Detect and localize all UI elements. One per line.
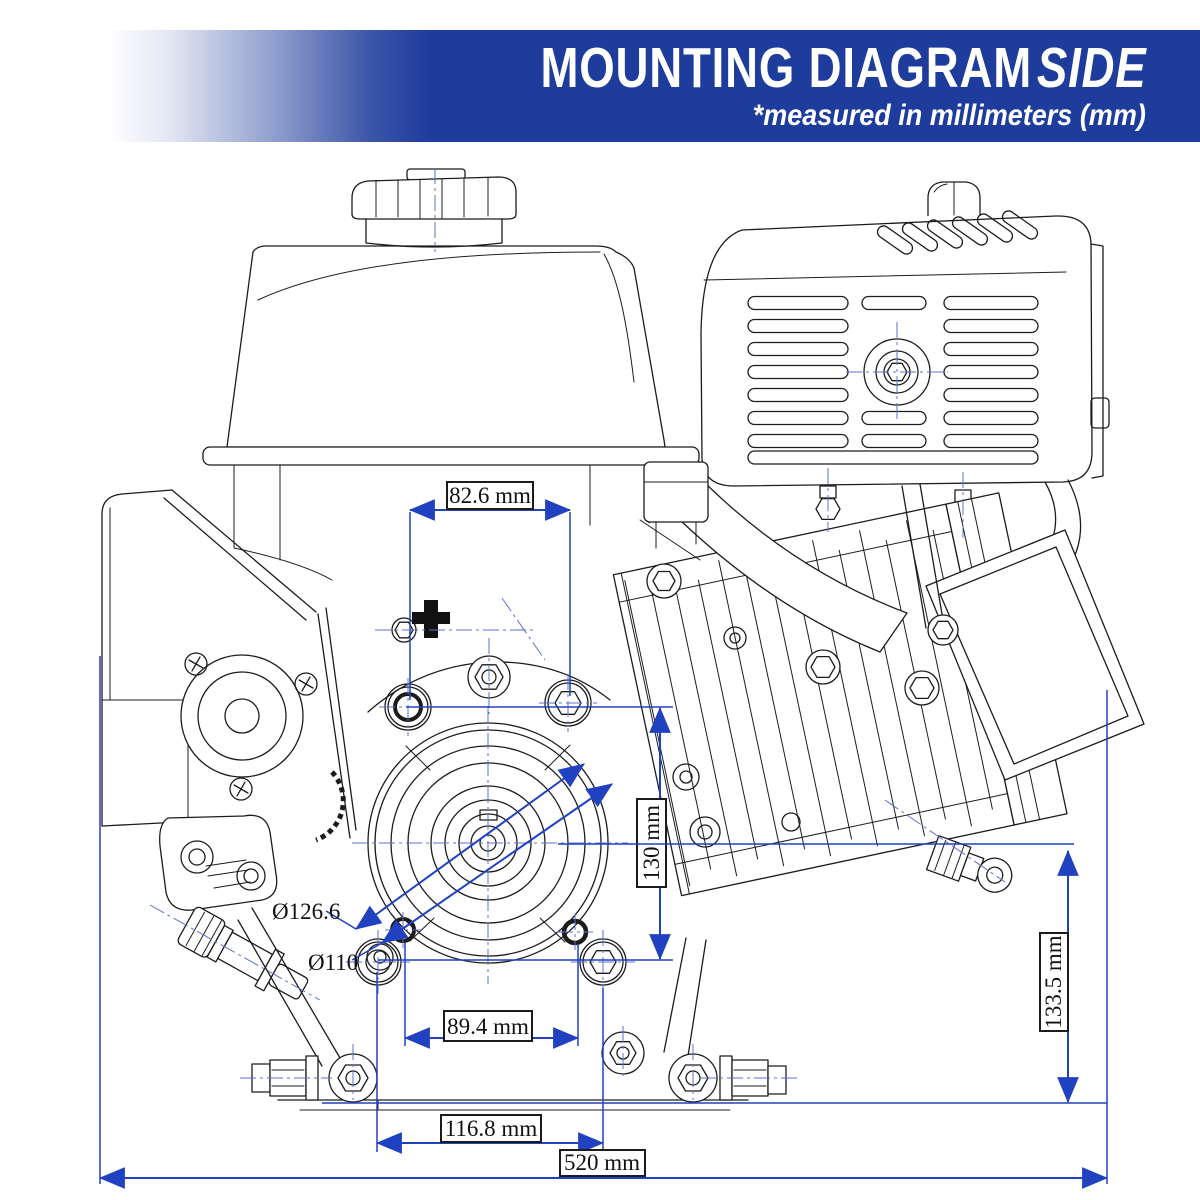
- crankcase-cover: [354, 600, 627, 986]
- fuel-cap: [351, 168, 517, 248]
- page-title: MOUNTING DIAGRAMSIDE: [540, 39, 1146, 97]
- page-title-emphasis: SIDE: [1036, 35, 1146, 100]
- carburetor: [643, 461, 709, 549]
- fuel-valve: [177, 906, 309, 1000]
- dim-label-base-outer: 116.8 mm: [445, 1116, 538, 1141]
- page-subtitle: *measured in millimeters (mm): [752, 99, 1146, 133]
- dimension-82-6: 82.6 mm: [408, 481, 572, 700]
- dim-label-base-inner: 89.4 mm: [447, 1014, 529, 1039]
- phillips-screw: [184, 652, 208, 676]
- page-title-text: MOUNTING DIAGRAM: [540, 35, 1032, 100]
- spark-plug: [925, 835, 1013, 893]
- dim-label-bolt-circle: Ø126.6: [272, 899, 340, 924]
- spark-arrester: [927, 181, 981, 216]
- dimension-520: 520 mm: [98, 656, 1109, 1189]
- header-banner: MOUNTING DIAGRAMSIDE *measured in millim…: [0, 30, 1200, 142]
- left-panel: [101, 489, 317, 827]
- cylinder-bolts: [646, 563, 959, 848]
- dimension-89-4: 89.4 mm: [403, 943, 580, 1049]
- dim-label-top-bolt-span: 82.6 mm: [449, 483, 531, 508]
- intake-manifold: [639, 477, 908, 653]
- ring-gear: [315, 770, 346, 843]
- dimension-133-5: 133.5 mm: [322, 843, 1107, 1104]
- heat-shield-vents: [747, 295, 1039, 465]
- dim-label-side-bolt-height: 130 mm: [639, 805, 664, 881]
- starter-solenoid: [159, 814, 278, 911]
- dim-label-pilot: Ø110: [308, 950, 358, 975]
- dim-label-crank-height: 133.5 mm: [1041, 935, 1066, 1028]
- phillips-screw: [229, 777, 253, 801]
- dimension-pilot: Ø110: [308, 783, 613, 975]
- fuel-tank: [202, 168, 700, 581]
- dim-label-overall-length: 520 mm: [564, 1150, 640, 1175]
- valve-cover: [901, 483, 1145, 781]
- phillips-screw: [294, 672, 318, 696]
- dimension-130: 130 mm: [378, 706, 673, 961]
- louver-vents: [876, 210, 1039, 255]
- starter-motor: [159, 607, 357, 911]
- alignment-mark: [412, 600, 450, 638]
- dimension-116-8: 116.8 mm: [375, 972, 605, 1154]
